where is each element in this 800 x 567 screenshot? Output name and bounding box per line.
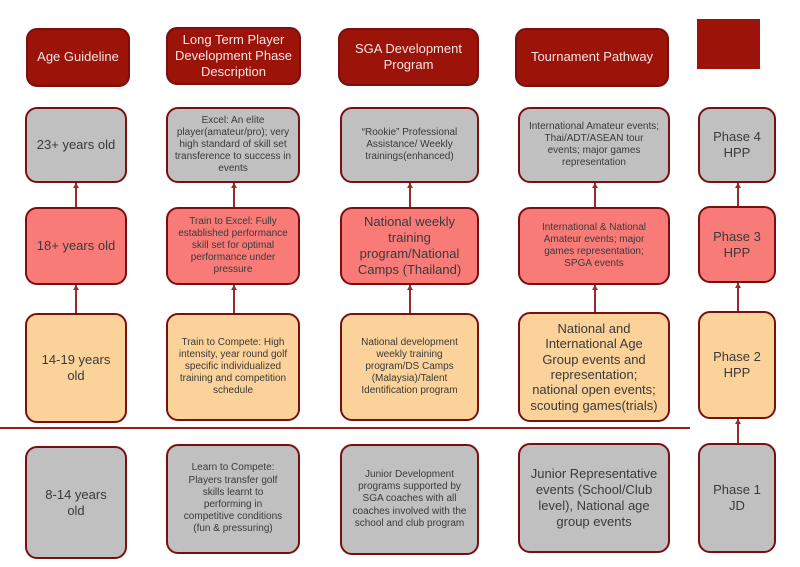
age-box-23-plus: 23+ years old <box>25 107 127 183</box>
header-sga-program-label: SGA Development Program <box>355 40 462 72</box>
connector-tournament-3-4 <box>594 183 596 207</box>
tournament-box-junior-representative: Junior Representative events (School/Clu… <box>518 443 670 553</box>
arrow-up-icon <box>72 183 79 188</box>
arrow-up-icon <box>230 183 237 188</box>
header-ltpd-label: Long Term Player Development Phase Descr… <box>174 31 293 80</box>
sga-box-national-development: National development weekly training pro… <box>340 313 479 421</box>
header-age-guideline-label: Age Guideline <box>37 49 119 65</box>
connector-age-2-3 <box>75 285 77 313</box>
header-tournament-pathway-label: Tournament Pathway <box>530 49 654 65</box>
age-box-18-plus: 18+ years old <box>25 207 127 285</box>
phase-box-4: Phase 4 HPP <box>698 107 776 183</box>
phase-box-text: Phase 3 HPP <box>713 228 761 260</box>
age-box-text: 18+ years old <box>36 238 116 254</box>
arrow-up-icon <box>230 285 237 290</box>
tournament-box-text: International Amateur events; Thai/ADT/A… <box>528 120 660 169</box>
connector-phase-2-3 <box>737 283 739 313</box>
sga-box-text: National development weekly training pro… <box>361 336 458 397</box>
arrow-up-icon <box>734 419 741 424</box>
sga-box-junior-development: Junior Development programs supported by… <box>340 444 479 555</box>
legend-color-square <box>697 19 760 69</box>
age-box-text: 23+ years old <box>36 137 116 153</box>
phase-box-2: Phase 2 HPP <box>698 311 776 419</box>
header-ltpd: Long Term Player Development Phase Descr… <box>166 27 301 85</box>
header-sga-program: SGA Development Program <box>338 28 479 86</box>
tournament-box-text: National and International Age Group eve… <box>530 321 658 413</box>
tournament-box-text: Junior Representative events (School/Clu… <box>530 466 658 529</box>
ltpd-box-text: Learn to Compete: Players transfer golf … <box>183 462 283 535</box>
age-box-14-19: 14-19 years old <box>25 313 127 423</box>
ltpd-box-train-to-compete: Train to Compete: High intensity, year r… <box>166 313 300 421</box>
phase-box-1: Phase 1 JD <box>698 443 776 553</box>
sga-box-national-weekly: National weekly training program/Nationa… <box>340 207 479 285</box>
tournament-box-text: International & National Amateur events;… <box>542 221 646 270</box>
arrow-up-icon <box>734 183 741 188</box>
ltpd-box-learn-to-compete: Learn to Compete: Players transfer golf … <box>166 444 300 554</box>
sga-box-text: “Rookie” Professional Assistance/ Weekly… <box>361 126 458 163</box>
connector-ltpd-3-4 <box>233 183 235 207</box>
tournament-box-intl-national: International & National Amateur events;… <box>518 207 670 285</box>
connector-age-3-4 <box>75 183 77 207</box>
connector-sga-2-3 <box>409 285 411 313</box>
age-box-text: 14-19 years old <box>41 352 111 383</box>
sga-box-rookie: “Rookie” Professional Assistance/ Weekly… <box>340 107 479 183</box>
ltpd-box-text: Train to Excel: Fully established perfor… <box>178 215 288 276</box>
age-box-8-14: 8-14 years old <box>25 446 127 559</box>
sga-box-text: Junior Development programs supported by… <box>352 469 467 529</box>
phase-box-text: Phase 2 HPP <box>713 349 761 380</box>
tournament-box-age-group: National and International Age Group eve… <box>518 312 670 422</box>
arrow-up-icon <box>72 285 79 290</box>
arrow-up-icon <box>406 183 413 188</box>
phase-box-text: Phase 1 JD <box>713 482 761 513</box>
connector-sga-3-4 <box>409 183 411 207</box>
ltpd-box-excel: Excel: An elite player(amateur/pro); ver… <box>166 107 300 183</box>
ltpd-box-text: Train to Compete: High intensity, year r… <box>178 336 288 397</box>
phase-box-text: Phase 4 HPP <box>713 129 761 160</box>
phase-box-3: Phase 3 HPP <box>698 206 776 283</box>
arrow-up-icon <box>591 183 598 188</box>
connector-phase-3-4 <box>737 183 739 207</box>
ltpd-box-train-to-excel: Train to Excel: Fully established perfor… <box>166 207 300 285</box>
tournament-box-international: International Amateur events; Thai/ADT/A… <box>518 107 670 183</box>
sga-box-text: National weekly training program/Nationa… <box>357 214 462 277</box>
connector-phase-1-2 <box>737 419 739 443</box>
arrow-up-icon <box>406 285 413 290</box>
connector-ltpd-2-3 <box>233 285 235 313</box>
connector-tournament-2-3 <box>594 285 596 313</box>
arrow-up-icon <box>591 285 598 290</box>
development-divider-line <box>0 427 690 429</box>
header-tournament-pathway: Tournament Pathway <box>515 28 669 87</box>
ltpd-box-text: Excel: An elite player(amateur/pro); ver… <box>174 114 292 175</box>
arrow-up-icon <box>734 283 741 288</box>
age-box-text: 8-14 years old <box>45 486 107 518</box>
header-age-guideline: Age Guideline <box>26 28 130 87</box>
